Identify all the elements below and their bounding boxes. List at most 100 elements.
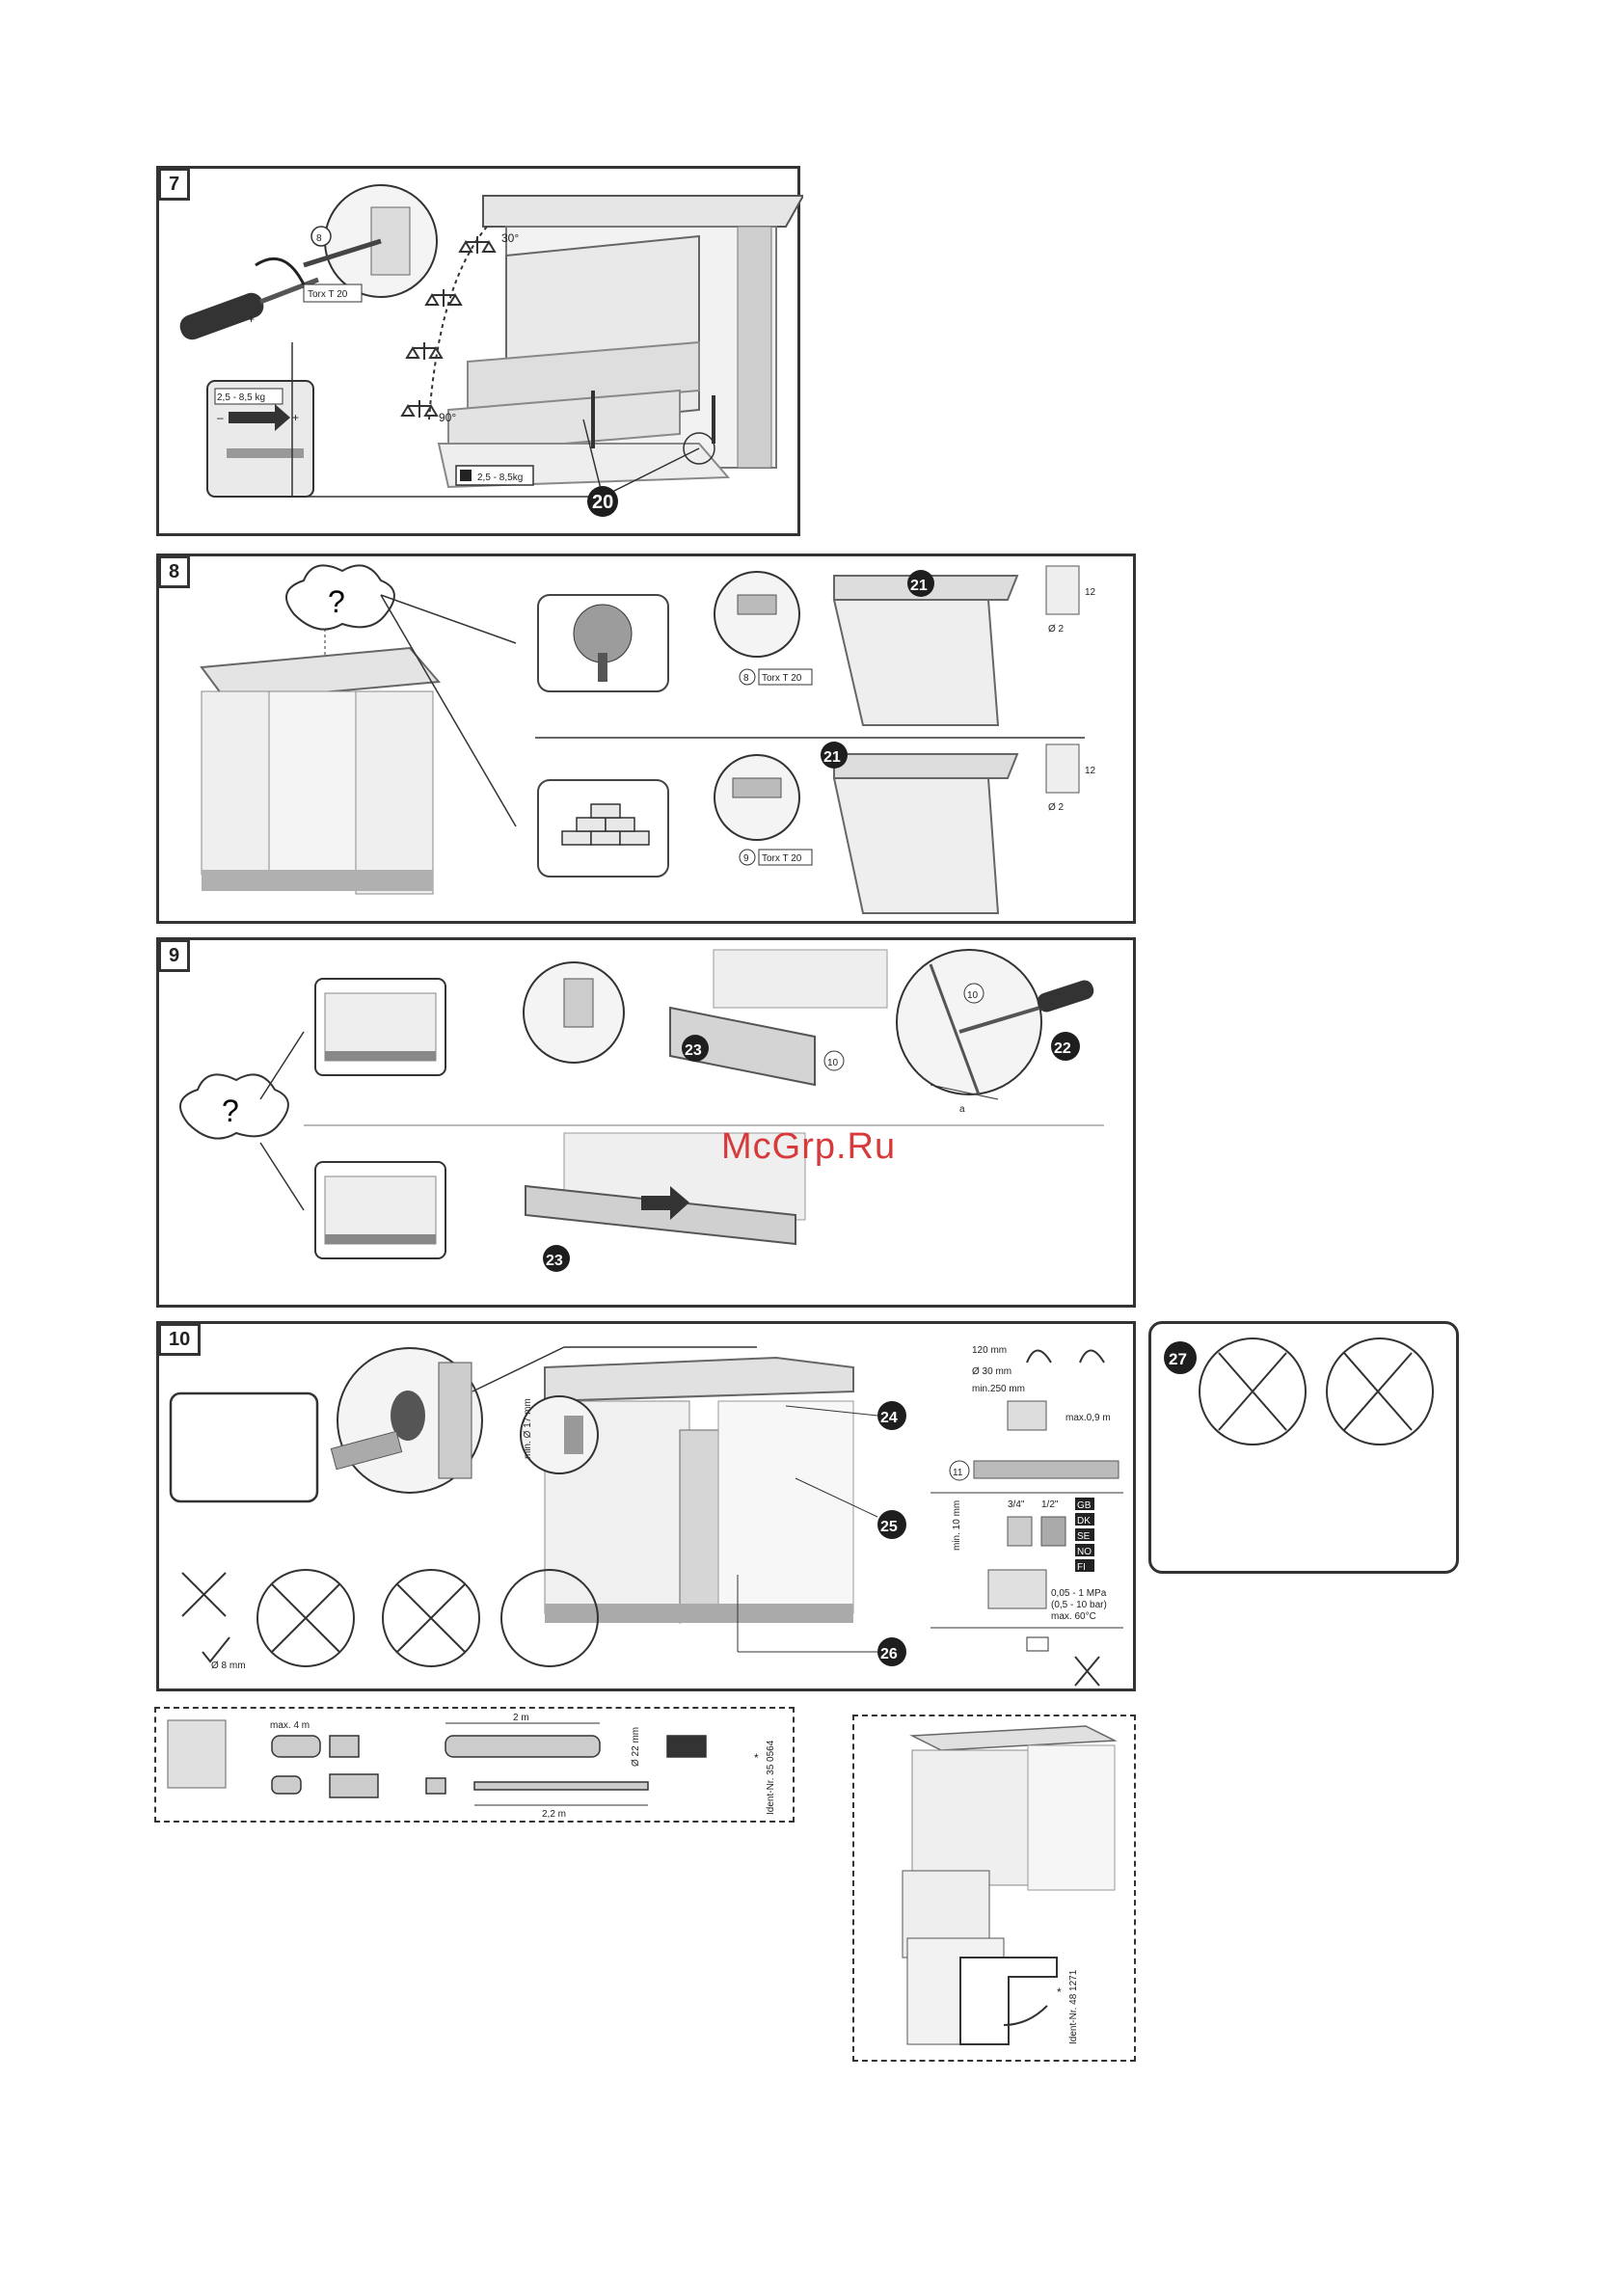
- callout-23-top: [682, 1035, 709, 1062]
- screwdriver-icon: [179, 257, 319, 340]
- panel-10-number: 10: [158, 1323, 202, 1356]
- svg-text:Ident-Nr. 35 0564: Ident-Nr. 35 0564: [766, 1740, 776, 1815]
- blank-note-box: [169, 1391, 319, 1503]
- svg-text:Ø 2: Ø 2: [1048, 802, 1065, 813]
- svg-text:(0,5 - 10 bar): (0,5 - 10 bar): [1051, 1600, 1107, 1610]
- question-cloud-9: [179, 1073, 289, 1140]
- svg-text:?: ?: [222, 1094, 239, 1128]
- panel-9-number: 9: [158, 939, 191, 972]
- callout-22: [1051, 1032, 1080, 1061]
- door-low: [447, 389, 681, 455]
- svg-text:FI: FI: [1077, 1562, 1086, 1573]
- svg-text:22: 22: [1054, 1040, 1071, 1057]
- question-mark: ?: [328, 584, 345, 619]
- worktop: [482, 195, 803, 228]
- weight-box-label: 2,5 - 8,5kg: [477, 473, 523, 483]
- svg-text:23: 23: [685, 1042, 702, 1059]
- balance-icons: [400, 226, 497, 420]
- tap-fitting: [987, 1569, 1047, 1609]
- angle-90-label: 90°: [439, 411, 456, 424]
- svg-text:2,2 m: 2,2 m: [542, 1809, 566, 1820]
- svg-text:120 mm: 120 mm: [972, 1345, 1007, 1356]
- part-8-label: 8: [316, 233, 322, 244]
- svg-text:SE: SE: [1077, 1531, 1091, 1542]
- svg-text:Torx T 20: Torx T 20: [762, 673, 802, 684]
- angle-30-label: 30°: [501, 231, 519, 245]
- svg-text:12: 12: [1085, 587, 1096, 598]
- callout-24: [877, 1401, 906, 1430]
- svg-text:Ident-Nr. 48 1271: Ident-Nr. 48 1271: [1068, 1969, 1079, 2044]
- callout-26: [877, 1637, 906, 1666]
- unit-left: [201, 690, 270, 876]
- panel-27-illustration: 27: [1164, 1337, 1434, 1445]
- svg-text:+: +: [292, 411, 299, 424]
- svg-text:9: 9: [743, 853, 749, 864]
- screwdriver-icon-9: [1037, 980, 1094, 1013]
- unit-dishwasher: [268, 690, 357, 885]
- callout-27: [1164, 1341, 1197, 1374]
- panel-7-illustration: 30° 90° 2,5 - 8,5kg + 8 Torx T 20 2,5 - …: [179, 184, 803, 517]
- svg-text:NO: NO: [1077, 1547, 1092, 1557]
- svg-text:min. 10 mm: min. 10 mm: [952, 1500, 962, 1551]
- svg-text:a: a: [959, 1104, 965, 1115]
- svg-text:2 m: 2 m: [513, 1713, 529, 1723]
- panel-7-number: 7: [158, 168, 191, 201]
- zoom-circle-screw: [896, 949, 1042, 1095]
- svg-text:Ø 2: Ø 2: [1048, 624, 1065, 635]
- hose-extension-box: max. 4 m 2 m Ø 22 mm 2,2 m Ident-Nr. 35 …: [154, 1707, 795, 1823]
- svg-text:DK: DK: [1077, 1516, 1091, 1526]
- svg-text:27: 27: [1169, 1350, 1187, 1368]
- spring-adjust-inset: [206, 380, 314, 498]
- torx-label: Torx T 20: [308, 289, 348, 300]
- svg-text:max. 4 m: max. 4 m: [270, 1720, 310, 1731]
- svg-text:24: 24: [880, 1410, 898, 1426]
- watermark: McGrp.Ru: [721, 1126, 897, 1167]
- svg-text:Ø 8 mm: Ø 8 mm: [211, 1661, 246, 1671]
- svg-text:+: +: [248, 312, 255, 326]
- svg-text:11: 11: [953, 1468, 963, 1478]
- kitchen-worktop: [200, 646, 442, 703]
- callout-21-bottom: [821, 742, 848, 769]
- svg-text:20: 20: [592, 492, 613, 513]
- svg-text:10: 10: [967, 990, 979, 1001]
- svg-text:Ø 22 mm: Ø 22 mm: [631, 1727, 641, 1767]
- hose-inlet-parts: [271, 1773, 649, 1798]
- svg-text:*: *: [1057, 1985, 1062, 1999]
- panel-7: 7 30° 90° 2,5 - 8,5kg: [156, 166, 803, 536]
- svg-text:23: 23: [546, 1253, 563, 1269]
- svg-text:0,05 - 1 MPa: 0,05 - 1 MPa: [1051, 1588, 1107, 1599]
- svg-text:Torx T 20: Torx T 20: [762, 853, 802, 864]
- svg-text:26: 26: [880, 1646, 898, 1662]
- svg-text:GB: GB: [1077, 1500, 1092, 1511]
- warning-icons: [181, 1569, 599, 1667]
- panel-10: 10 min. Ø 17 mm 24 25 26 120 mm Ø 30 m: [156, 1321, 1136, 1691]
- country-codes: GB DK SE NO FI: [1075, 1498, 1094, 1573]
- callout-25: [877, 1510, 906, 1539]
- panel-8: 8 ? 8 Torx T 20: [156, 554, 1136, 924]
- panel-10-illustration: min. Ø 17 mm 24 25 26 120 mm Ø 30 mm min…: [169, 1345, 1123, 1687]
- svg-text:*: *: [754, 1751, 759, 1765]
- sink-cabinet-inside: [717, 1400, 854, 1614]
- brick-icon: [561, 803, 650, 846]
- cover-strip-illustration: Ident-Nr. 48 1271 *: [902, 1725, 1118, 2045]
- callout-20: [587, 486, 618, 517]
- svg-text:max. 60°C: max. 60°C: [1051, 1611, 1096, 1622]
- svg-text:Ø 30 mm: Ø 30 mm: [972, 1366, 1011, 1377]
- panel-9: 9 ? 23 10 10 22 a: [156, 937, 1136, 1308]
- svg-text:3/4": 3/4": [1008, 1499, 1025, 1510]
- question-cloud: [285, 564, 395, 631]
- svg-text:25: 25: [880, 1519, 898, 1535]
- callout-23-bottom: [543, 1245, 570, 1272]
- svg-text:10: 10: [827, 1058, 839, 1068]
- svg-text:max.0,9 m: max.0,9 m: [1065, 1413, 1111, 1423]
- svg-text:min. Ø 17 mm: min. Ø 17 mm: [523, 1398, 533, 1459]
- panel-8-number: 8: [158, 555, 191, 588]
- callout-21-top: [907, 570, 934, 597]
- no-pull-icons: [1199, 1337, 1434, 1445]
- hose-drain-parts: [271, 1735, 707, 1758]
- weight-range-label: 2,5 - 8,5 kg: [217, 392, 265, 403]
- svg-text:12: 12: [1085, 766, 1096, 776]
- svg-text:21: 21: [910, 578, 928, 594]
- svg-text:1/2": 1/2": [1041, 1499, 1059, 1510]
- plinth-bottom: [525, 1184, 796, 1246]
